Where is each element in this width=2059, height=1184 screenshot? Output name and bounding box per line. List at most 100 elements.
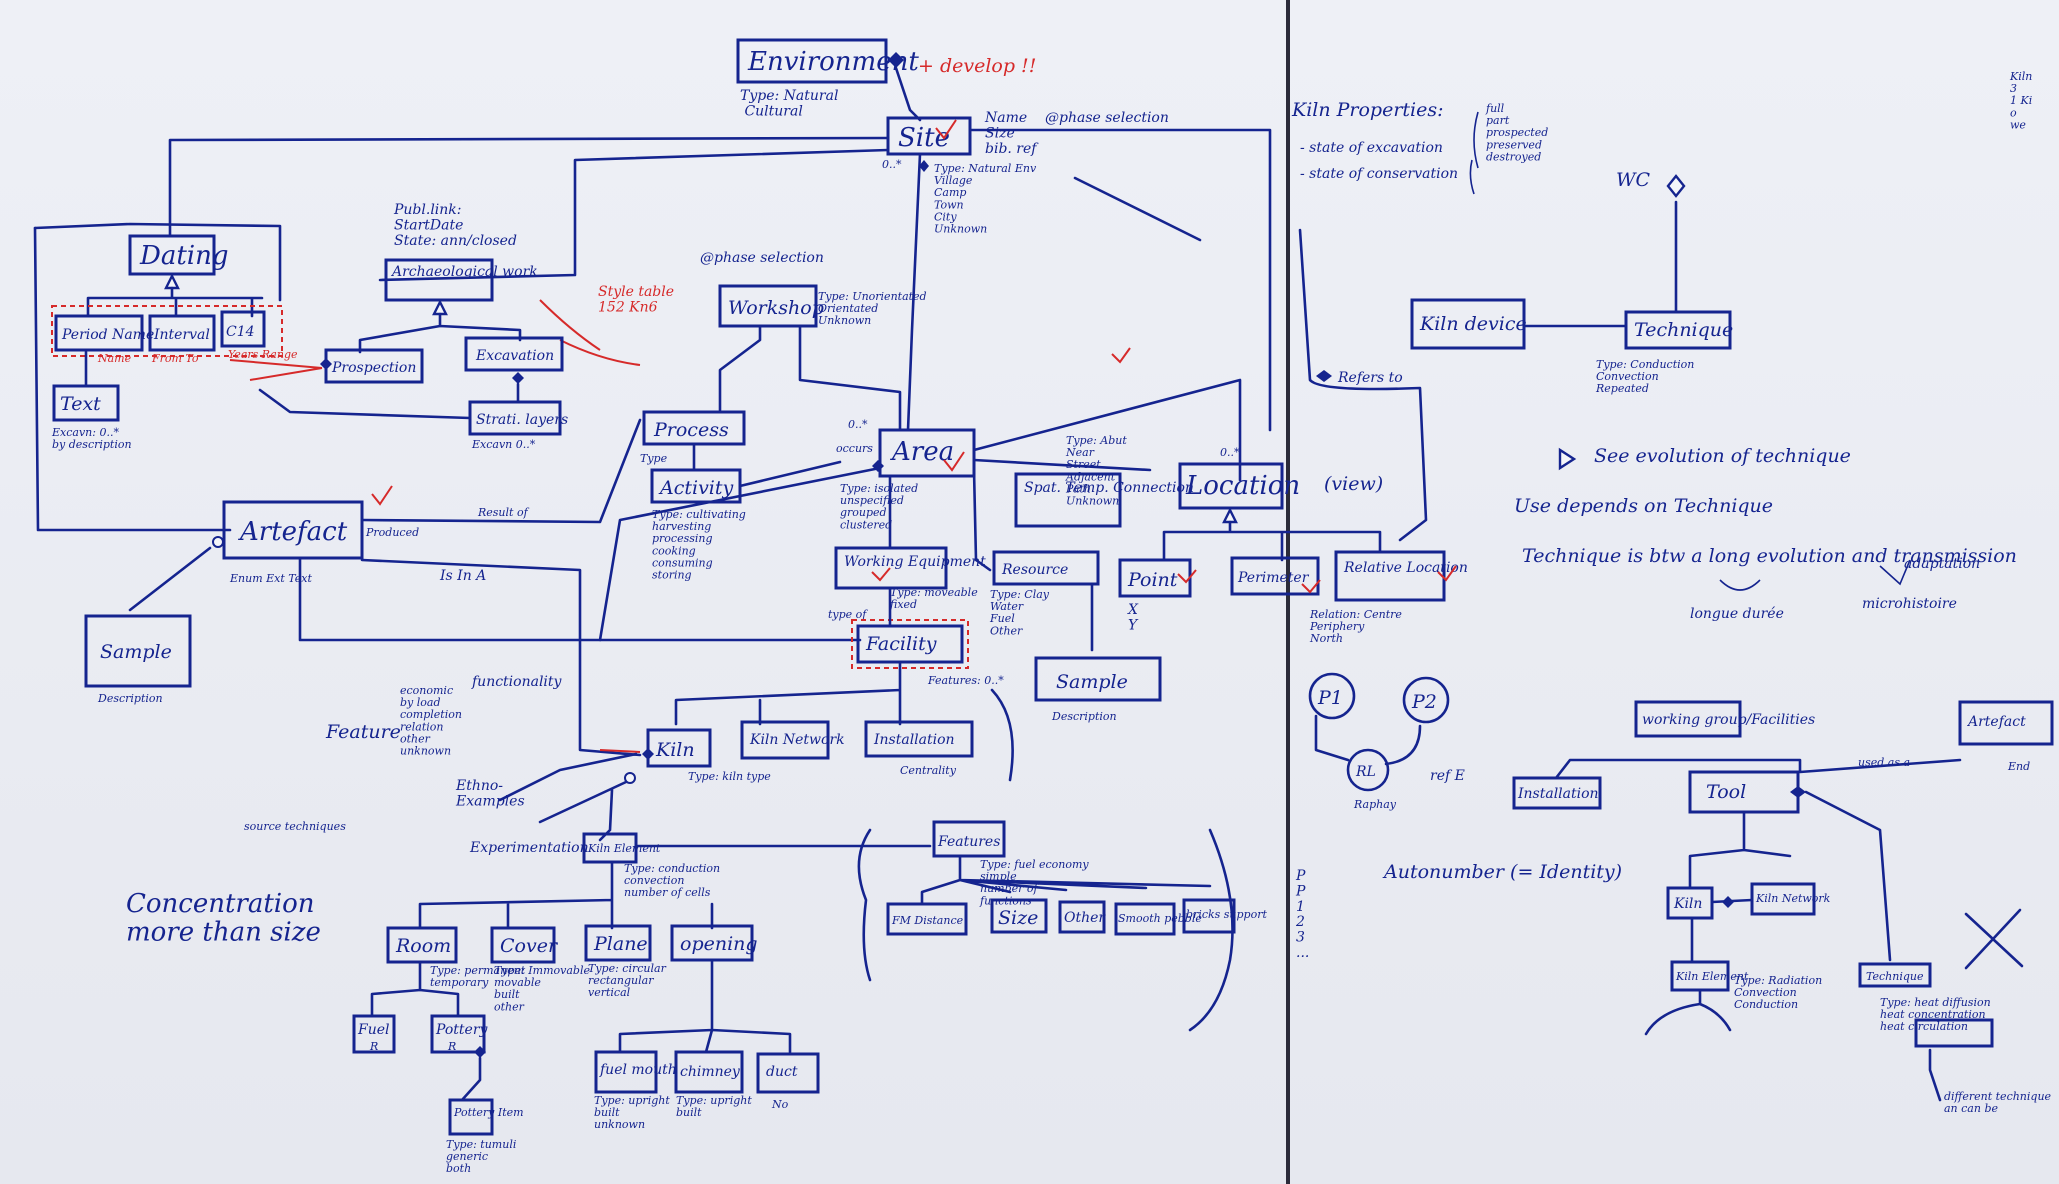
rl-label: RL [1355, 764, 1376, 780]
workshop-class [718, 284, 818, 328]
c14-title: C14 [226, 324, 255, 340]
features-title: Features [937, 834, 1000, 850]
facility-class [856, 624, 964, 664]
facility-title: Facility [865, 633, 937, 655]
relative-location-title: Relative Location [1343, 560, 1468, 576]
artefact-right-title: Artefact [1966, 714, 2026, 730]
interval-class [148, 314, 216, 352]
environment-annotation: + develop !! [918, 55, 1036, 77]
kiln-title: Kiln [655, 739, 695, 761]
generalization-arrow-location [1222, 507, 1238, 524]
refers-to-note: Refers to [1337, 370, 1403, 386]
workshop-links [718, 324, 902, 432]
room-title: Room [395, 935, 451, 957]
opening-hierarchy [618, 958, 792, 1054]
technique-evolution-note: Technique is btw a long evolution and tr… [1522, 545, 2017, 567]
excavation-diamond [512, 372, 524, 384]
site-diamond [919, 160, 929, 172]
resource-title: Resource [1001, 562, 1068, 578]
duct-title: duct [766, 1064, 798, 1080]
tool-diamond [1790, 786, 1806, 798]
artefact-process-link [360, 418, 642, 524]
period-name-title: Period Name [61, 327, 154, 343]
artefact-right-class [1958, 700, 2054, 746]
cross-mark [1964, 908, 2024, 970]
sample-mid-class [1034, 656, 1162, 702]
kiln-right-links [1690, 898, 1754, 964]
workshop-phase-note: @phase selection [700, 250, 824, 266]
strati-layers-note: Excavn 0..* [471, 438, 536, 451]
dating-frame-left [33, 226, 232, 532]
installation-note: Centrality [900, 764, 957, 777]
kiln-diamond [642, 748, 654, 760]
environment-type: Type: Natural Cultural [740, 88, 838, 119]
kiln-element-link [538, 780, 628, 842]
red-check-marks [371, 119, 1457, 594]
ref-e-note: ref E [1430, 768, 1465, 784]
working-equipment-title: Working Equipment [844, 554, 986, 570]
area-links [972, 378, 1242, 572]
site-area-link [906, 152, 922, 432]
fuel-note: R [369, 1040, 378, 1053]
fuel-mouth-class [594, 1050, 658, 1094]
installation-right-title: Installation [1517, 786, 1599, 802]
excavation-class [464, 336, 564, 372]
kiln-element-class [582, 832, 638, 864]
location-title: Location [1185, 471, 1300, 501]
pottery-diamond [474, 1046, 486, 1058]
technique-note: source techniques [244, 820, 346, 833]
features-hierarchy [920, 854, 1212, 906]
kiln-element-hierarchy [418, 860, 714, 930]
site-phase-note: @phase selection [1045, 110, 1169, 126]
pottery-item-title: Pottery Item [453, 1106, 524, 1119]
see-evolution-note: See evolution of technique [1594, 445, 1851, 467]
feature-other-label: Other [1064, 910, 1106, 926]
experimentation-note: Experimentation [469, 840, 589, 856]
feature-note: Feature [325, 721, 401, 743]
opening-title: opening [680, 933, 758, 955]
artefact-is-in: Is In A [439, 568, 486, 584]
artefact-facility-link [298, 556, 862, 642]
pottery-class [430, 1014, 486, 1054]
adaptation-note: adaptation [1904, 556, 1980, 572]
p1-label: P1 [1317, 687, 1343, 709]
duct-note: No [771, 1098, 789, 1111]
feature-fm-distance [886, 902, 968, 936]
perimeter-title: Perimeter [1237, 570, 1310, 586]
facility-features-arrow [990, 688, 1014, 782]
p2-circle [1402, 676, 1450, 724]
strati-dating-link [258, 388, 472, 420]
installation-title: Installation [873, 732, 955, 748]
kiln-network-right-title: Kiln Network [1755, 892, 1831, 905]
sample-mid-note: Description [1051, 710, 1117, 723]
kiln-ethno-link [498, 752, 638, 802]
excavation-title: Excavation [475, 348, 554, 364]
text-title: Text [60, 393, 101, 415]
feature-size-label: Size [998, 907, 1038, 929]
working-group-class [1634, 700, 1742, 738]
kiln-right-title: Kiln [1673, 896, 1702, 912]
site-class [886, 116, 972, 156]
state-conservation: - state of conservation [1300, 166, 1458, 182]
autonumber-note: Autonumber (= Identity) [1382, 861, 1622, 883]
prospection-title: Prospection [331, 360, 416, 376]
dating-title: Dating [139, 241, 229, 271]
facilities-links [1554, 758, 1962, 780]
c14-note: Years Range [228, 348, 298, 361]
dating-frame [33, 222, 282, 302]
use-depends-note: Use depends on Technique [1514, 495, 1773, 517]
area-multiplicity: 0..* [848, 418, 868, 431]
pottery-note: R [447, 1040, 456, 1053]
